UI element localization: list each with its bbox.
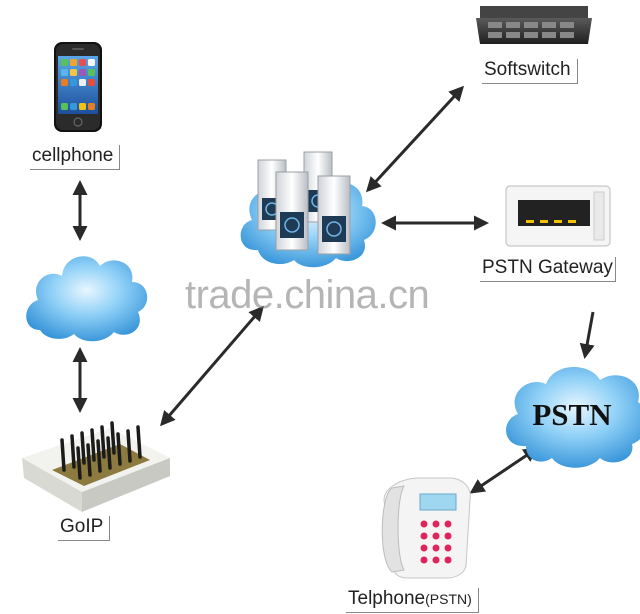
pstn-cloud-icon: PSTN: [506, 367, 640, 468]
cellphone-icon: [54, 42, 102, 132]
goip-device-icon: [22, 421, 170, 512]
server-tower-4: [317, 175, 351, 255]
softswitch-label: Softswitch: [482, 59, 578, 84]
left-cloud-icon: [26, 256, 148, 342]
arrow-pstn-telephone: [469, 447, 539, 494]
server-tower-3: [275, 171, 309, 251]
arrow-gateway-pstn: [579, 311, 595, 359]
softswitch-server-icon: [476, 6, 592, 44]
pstn-cloud-label: PSTN: [532, 397, 611, 432]
watermark-text: trade.china.cn: [185, 273, 430, 317]
telephone-label-main: Telphone: [348, 588, 426, 609]
pstn-gateway-label: PSTN Gateway: [480, 257, 616, 282]
arrow-servers-softswitch: [365, 85, 465, 193]
arrow-goip-servers: [160, 305, 264, 427]
telephone-label: Telphone(PSTN): [346, 588, 479, 613]
pstn-gateway-icon: [505, 185, 611, 247]
server-cluster-icon: [240, 151, 376, 268]
telephone-icon: [381, 477, 471, 579]
cellphone-label: cellphone: [30, 145, 121, 170]
goip-label: GoIP: [58, 516, 111, 541]
telephone-label-suffix: (PSTN): [425, 591, 472, 607]
connection-arrows: [72, 85, 595, 494]
